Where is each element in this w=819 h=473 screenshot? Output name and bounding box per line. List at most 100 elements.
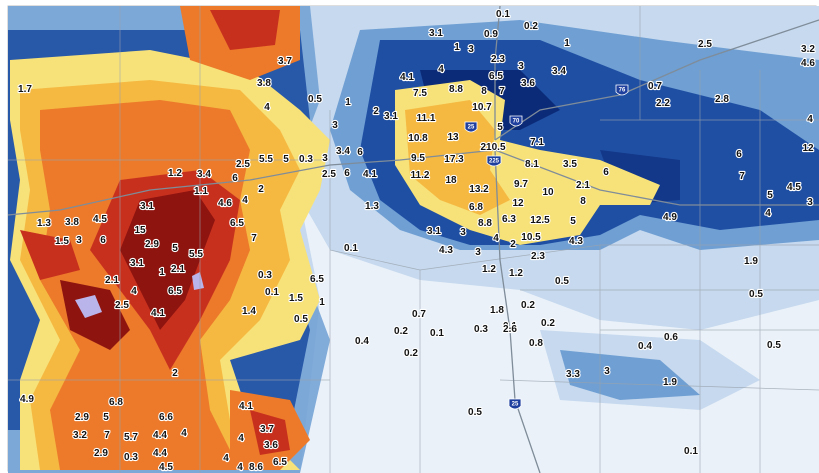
snow-total-label: 3.4 (197, 169, 211, 180)
snow-total-label: 4.1 (400, 72, 414, 83)
snow-total-label: 0.3 (474, 324, 488, 335)
snow-total-label: 1.9 (663, 377, 677, 388)
snow-total-label: 5 (172, 243, 178, 254)
snow-total-label: 6 (100, 235, 106, 246)
snow-total-label: 3.6 (264, 440, 278, 451)
snow-total-label: 2.3 (491, 54, 505, 65)
snowfall-shading (8, 6, 819, 473)
snow-total-label: 2.3 (531, 251, 545, 262)
snow-total-label: 2.1 (171, 264, 185, 275)
snow-total-label: 6 (736, 149, 742, 160)
snow-total-label: 210.5 (480, 142, 505, 153)
snow-total-label: 4 (493, 233, 499, 244)
snow-total-label: 18 (445, 175, 457, 186)
snow-total-label: 1.3 (365, 201, 379, 212)
snow-total-label: 10.7 (472, 102, 492, 113)
snow-total-label: 3.1 (130, 258, 144, 269)
snow-total-label: 4 (131, 286, 137, 297)
snow-total-label: 5.7 (124, 432, 138, 443)
snow-total-label: 12 (512, 198, 524, 209)
snow-total-label: 11.1 (417, 113, 436, 124)
county-lines (8, 6, 819, 473)
snow-total-label: 3 (468, 44, 474, 55)
snow-total-label: 6.5 (489, 71, 503, 82)
snow-total-label: 4.5 (93, 214, 107, 225)
snow-total-label: 2.8 (715, 94, 729, 105)
snow-total-label: 13 (447, 132, 459, 143)
snow-total-label: 2.9 (75, 412, 89, 423)
snow-total-label: 7.1 (530, 137, 544, 148)
snow-total-label: 8.8 (449, 84, 463, 95)
snow-total-label: 0.1 (496, 9, 510, 20)
shield-label: 225 (489, 159, 500, 165)
snow-total-label: 0.7 (412, 309, 426, 320)
snow-total-label: 5 (283, 154, 289, 165)
snow-total-label: 10.5 (521, 232, 541, 243)
interstate-shield-icon: 70 (509, 115, 523, 127)
snow-total-label: 5 (767, 190, 773, 201)
snow-total-label: 12.5 (530, 215, 550, 226)
snow-total-label: 3.2 (801, 44, 815, 55)
snow-total-label: 1.2 (509, 268, 523, 279)
snow-total-label: 0.5 (555, 276, 569, 287)
snow-total-label: 1.1 (194, 186, 208, 197)
snow-total-label: 4.3 (439, 245, 453, 256)
snow-total-label: 6 (344, 168, 350, 179)
snow-total-label: 0.4 (355, 336, 369, 347)
snow-total-label: 0.1 (503, 321, 517, 332)
snow-total-label: 4 (181, 428, 187, 439)
shield-label: 25 (468, 125, 475, 131)
snow-total-label: 3.6 (521, 78, 535, 89)
snow-total-label: 4 (264, 102, 270, 113)
snow-total-label: 3 (322, 153, 328, 164)
snow-total-label: 3 (76, 235, 82, 246)
snow-total-label: 4 (242, 195, 248, 206)
snow-total-label: 7 (251, 233, 257, 244)
snow-total-label: 3.2 (73, 430, 87, 441)
snow-total-label: 4.4 (153, 448, 167, 459)
shield-label: 25 (512, 402, 519, 408)
snow-total-label: 6 (232, 173, 238, 184)
snow-total-label: 0.5 (749, 289, 763, 300)
snow-total-label: 2.5 (115, 300, 129, 311)
snow-total-label: 6.5 (230, 218, 244, 229)
snow-total-label: 5 (103, 412, 109, 423)
interstate-shield-icon: 25 (464, 121, 478, 133)
snow-total-label: 0.2 (521, 300, 535, 311)
snow-total-label: 0.4 (638, 341, 652, 352)
snow-total-label: 2.2 (656, 98, 670, 109)
snow-total-label: 1.2 (168, 168, 182, 179)
highways (7, 5, 819, 473)
snow-total-label: 0.5 (308, 94, 322, 105)
snow-total-label: 0.2 (541, 318, 555, 329)
snow-total-label: 2.5 (236, 159, 250, 170)
snow-total-label: 9.7 (514, 179, 528, 190)
snow-total-label: 0.5 (767, 340, 781, 351)
snow-total-label: 6.5 (273, 457, 287, 468)
snow-total-label: 6.8 (469, 202, 483, 213)
snow-total-label: 3.1 (384, 111, 398, 122)
snow-total-label: 3.1 (427, 226, 441, 237)
snow-total-label: 5.5 (259, 154, 273, 165)
snow-total-label: 8.6 (249, 462, 263, 473)
snow-total-label: 2 (172, 368, 178, 379)
snow-total-label: 0.1 (265, 287, 279, 298)
snow-total-label: 3.8 (65, 217, 79, 228)
snow-total-label: 6.8 (109, 397, 123, 408)
snow-total-label: 0.9 (484, 29, 498, 40)
snow-total-label: 3 (518, 61, 524, 72)
snow-total-label: 0.1 (684, 446, 698, 457)
snow-total-label: 5.5 (189, 249, 203, 260)
snow-total-label: 15 (134, 225, 146, 236)
snow-total-label: 1.4 (242, 306, 256, 317)
snow-total-label: 7 (499, 86, 505, 97)
snow-total-label: 3.4 (552, 66, 566, 77)
snow-total-label: 2.9 (145, 239, 159, 250)
snow-total-label: 3.8 (257, 78, 271, 89)
snow-total-label: 2.1 (105, 275, 119, 286)
snow-total-label: 0.3 (258, 270, 272, 281)
snow-total-label: 1.7 (18, 84, 32, 95)
snow-total-label: 12 (802, 143, 814, 154)
snow-total-label: 4.5 (787, 182, 801, 193)
